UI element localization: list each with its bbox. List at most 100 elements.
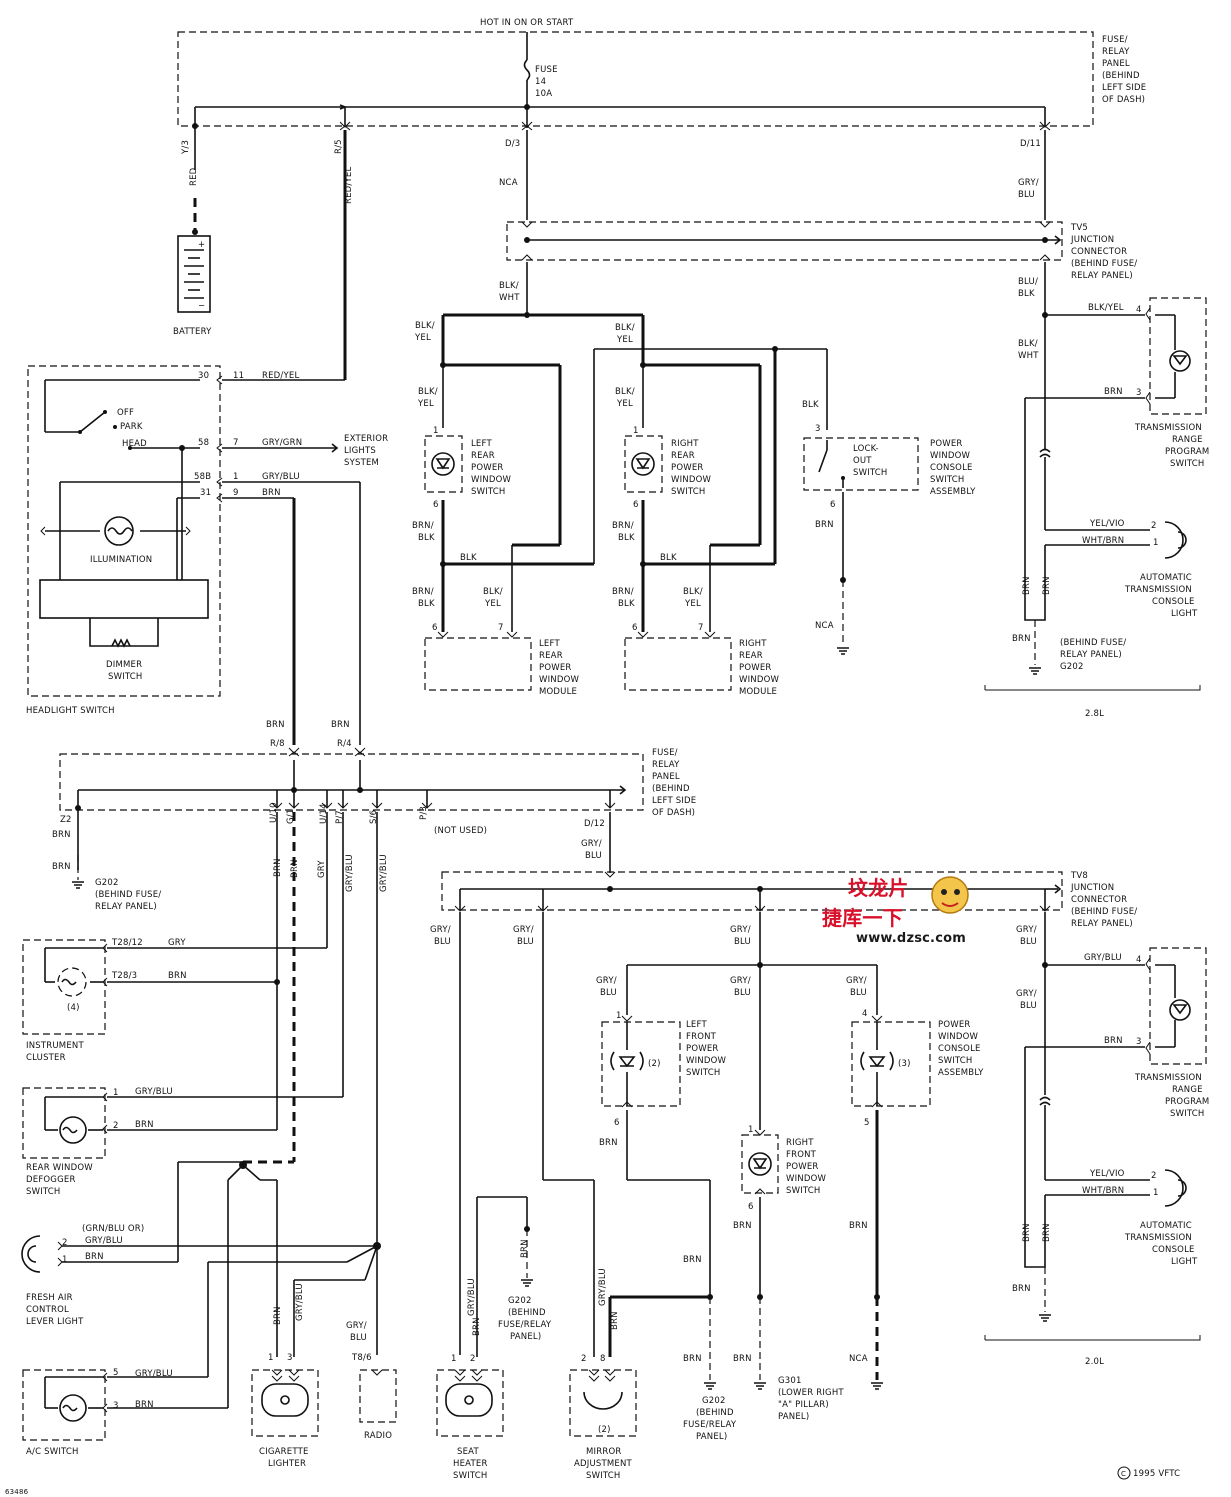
svg-text:BLK/: BLK/ (415, 321, 435, 331)
svg-text:R/4: R/4 (337, 739, 352, 749)
svg-text:9: 9 (233, 488, 239, 498)
svg-text:BLU: BLU (585, 851, 602, 861)
svg-text:BLK/: BLK/ (683, 587, 703, 597)
svg-text:1995 VFTC: 1995 VFTC (1133, 1469, 1180, 1479)
svg-text:+: + (198, 240, 205, 250)
seat-heater-switch: SEAT HEATER SWITCH (436, 1369, 504, 1481)
svg-text:G301: G301 (778, 1376, 802, 1386)
fresh-air-control-lever-light: FRESH AIR CONTROL LEVER LIGHT (21, 1235, 84, 1327)
svg-text:G202: G202 (95, 878, 119, 888)
svg-text:6: 6 (632, 623, 638, 633)
svg-text:R/8: R/8 (270, 739, 285, 749)
svg-text:LIGHT: LIGHT (1171, 1257, 1198, 1267)
svg-text:GRY/BLU: GRY/BLU (345, 854, 355, 892)
svg-text:BLU: BLU (1020, 1001, 1037, 1011)
svg-text:BLU: BLU (1018, 190, 1035, 200)
svg-text:TRANSMISSION: TRANSMISSION (1124, 1233, 1192, 1243)
svg-text:G/1: G/1 (286, 809, 296, 824)
svg-text:6: 6 (633, 500, 639, 510)
svg-text:2: 2 (470, 1354, 476, 1364)
svg-text:BRN: BRN (1022, 1223, 1032, 1242)
svg-text:BLU: BLU (734, 937, 751, 947)
left-rear-power-window-module: LEFT REAR POWER WINDOW MODULE (424, 637, 579, 697)
svg-text:REAR: REAR (539, 651, 563, 661)
svg-text:BRN: BRN (273, 858, 283, 877)
svg-text:BRN: BRN (273, 1306, 283, 1325)
svg-text:(3): (3) (898, 1059, 911, 1069)
svg-text:BLK: BLK (460, 553, 477, 563)
svg-text:WINDOW: WINDOW (739, 675, 780, 685)
svg-text:G202: G202 (508, 1296, 532, 1306)
svg-text:BLK/: BLK/ (499, 281, 519, 291)
svg-text:WINDOW: WINDOW (930, 451, 971, 461)
svg-text:POWER: POWER (471, 463, 504, 473)
svg-text:BRN: BRN (1012, 634, 1031, 644)
svg-text:PANEL): PANEL) (778, 1412, 809, 1422)
svg-text:BRN: BRN (1104, 1036, 1123, 1046)
svg-text:7: 7 (698, 623, 704, 633)
right-rear-power-window-module: RIGHT REAR POWER WINDOW MODULE (624, 637, 780, 697)
svg-text:LOCK-: LOCK- (853, 444, 879, 454)
svg-text:GRY/: GRY/ (581, 839, 602, 849)
battery: RED + − BATTERY (173, 126, 212, 337)
svg-text:(BEHIND: (BEHIND (652, 784, 690, 794)
svg-text:(LOWER RIGHT: (LOWER RIGHT (778, 1388, 844, 1398)
svg-text:SWITCH: SWITCH (108, 672, 143, 682)
pin-y3: Y/3 (181, 140, 191, 155)
svg-text:11: 11 (233, 371, 244, 381)
svg-text:G202: G202 (1060, 662, 1084, 672)
svg-text:WINDOW: WINDOW (471, 475, 512, 485)
svg-text:5: 5 (864, 1118, 870, 1128)
svg-text:FRONT: FRONT (786, 1150, 817, 1160)
svg-text:CONNECTOR: CONNECTOR (1071, 895, 1127, 905)
svg-text:6: 6 (432, 623, 438, 633)
svg-text:SWITCH: SWITCH (938, 1056, 973, 1066)
svg-text:GRY/BLU: GRY/BLU (598, 1268, 608, 1306)
svg-text:RIGHT: RIGHT (671, 439, 699, 449)
svg-text:BRN: BRN (262, 488, 281, 498)
svg-text:GRY/: GRY/ (1016, 925, 1037, 935)
svg-text:4: 4 (1136, 305, 1142, 315)
headlight-switch-label: HEADLIGHT SWITCH (26, 706, 115, 716)
svg-text:WINDOW: WINDOW (671, 475, 712, 485)
reference-number: 63486 (5, 1488, 29, 1496)
svg-text:TRANSMISSION: TRANSMISSION (1134, 1073, 1202, 1083)
svg-text:BLU: BLU (517, 937, 534, 947)
svg-text:BLU: BLU (1020, 937, 1037, 947)
svg-text:1: 1 (633, 426, 639, 436)
svg-text:PARK: PARK (120, 422, 143, 432)
svg-text:1: 1 (451, 1354, 457, 1364)
svg-text:GRY: GRY (168, 938, 186, 948)
svg-text:2: 2 (113, 1121, 119, 1131)
svg-text:(4): (4) (67, 1003, 80, 1013)
svg-text:BRN: BRN (331, 720, 350, 730)
svg-text:SWITCH: SWITCH (586, 1471, 621, 1481)
tv5-junction-connector: TV5 JUNCTION CONNECTOR (BEHIND FUSE/ REL… (506, 221, 1137, 281)
svg-text:2: 2 (1151, 521, 1157, 531)
svg-text:LEFT: LEFT (686, 1020, 707, 1030)
svg-text:TRANSMISSION: TRANSMISSION (1134, 423, 1202, 433)
svg-text:SWITCH: SWITCH (1170, 1109, 1205, 1119)
svg-text:RIGHT: RIGHT (786, 1138, 814, 1148)
svg-text:6: 6 (614, 1118, 620, 1128)
svg-text:SEAT: SEAT (457, 1447, 480, 1457)
svg-text:3: 3 (1136, 388, 1142, 398)
wire-red: RED (189, 167, 199, 186)
svg-text:YEL: YEL (684, 599, 701, 609)
svg-text:T28/12: T28/12 (111, 938, 143, 948)
svg-text:WINDOW: WINDOW (938, 1032, 979, 1042)
svg-text:BRN: BRN (610, 1311, 620, 1330)
svg-text:3: 3 (287, 1353, 293, 1363)
svg-text:Z2: Z2 (60, 815, 72, 825)
svg-text:WHT: WHT (499, 293, 520, 303)
svg-text:FUSE/: FUSE/ (652, 748, 678, 758)
svg-text:POWER: POWER (671, 463, 704, 473)
svg-text:BRN/: BRN/ (412, 587, 434, 597)
svg-text:BRN: BRN (683, 1255, 702, 1265)
svg-text:GRY/GRN: GRY/GRN (262, 438, 302, 448)
svg-text:7: 7 (233, 438, 239, 448)
svg-text:1: 1 (433, 426, 439, 436)
svg-text:RIGHT: RIGHT (739, 639, 767, 649)
left-rear-power-window-switch: 1 6 LEFT REAR POWER WINDOW SWITCH (424, 426, 512, 510)
svg-text:P/3: P/3 (419, 806, 429, 820)
